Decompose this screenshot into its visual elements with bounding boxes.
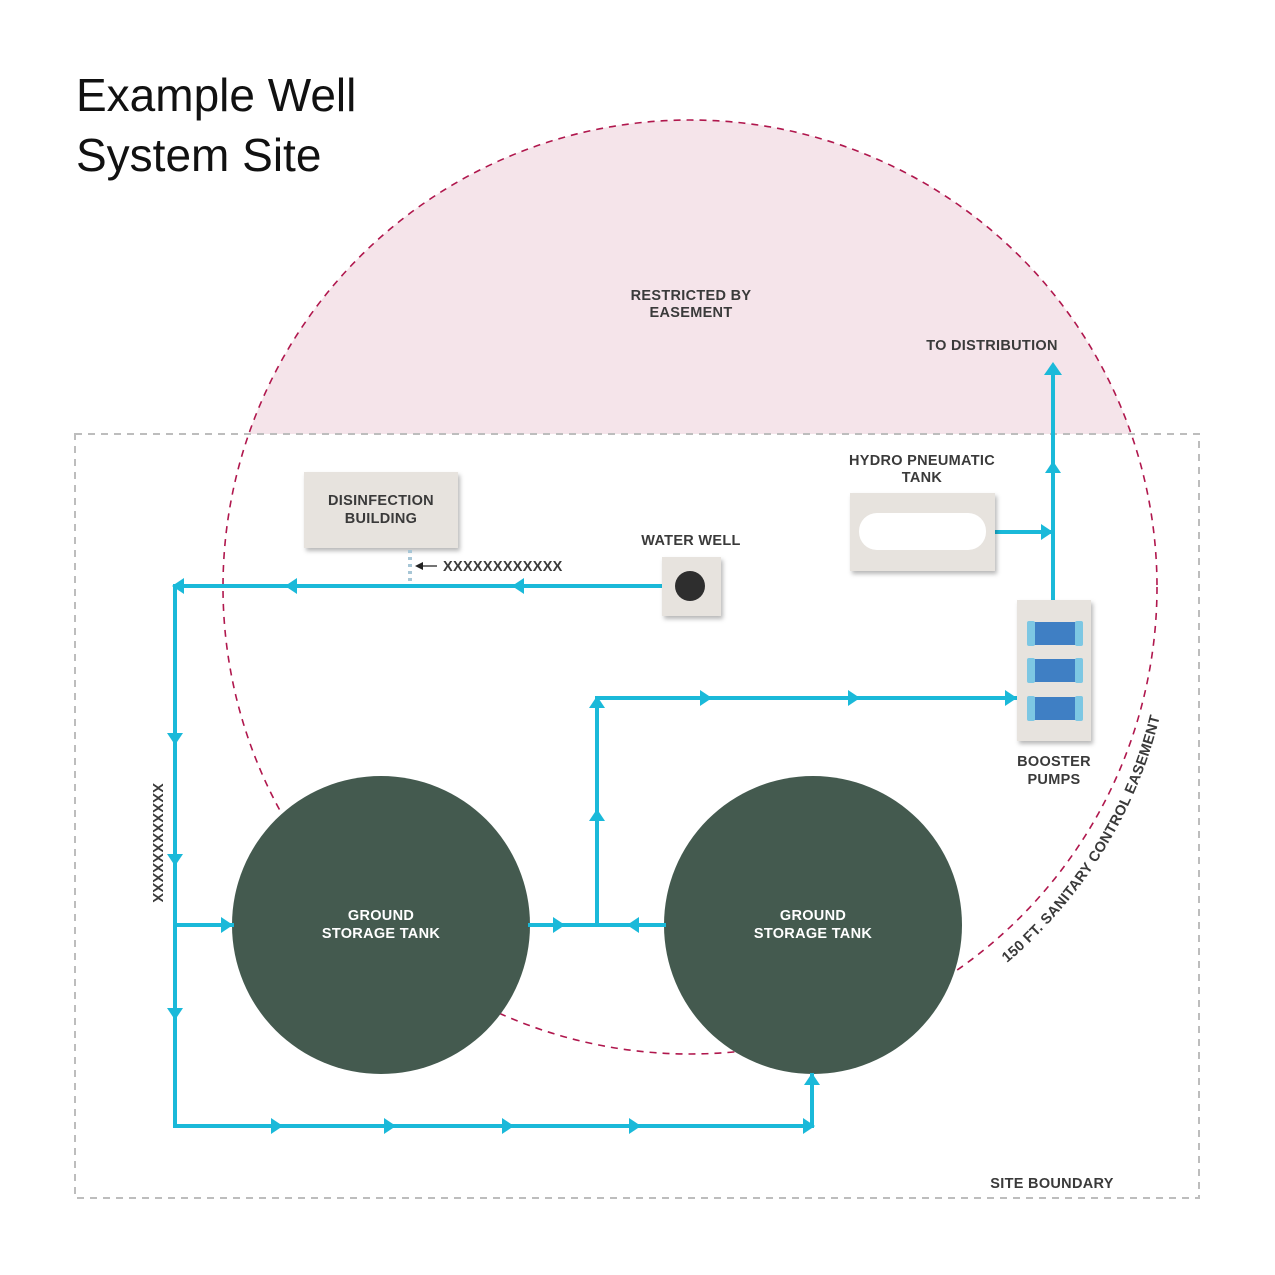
- water-well: WATER WELL: [641, 533, 740, 616]
- flow-arrows: [167, 362, 1062, 1134]
- hydro-tank-label-line1: HYDRO PNEUMATIC: [849, 453, 995, 469]
- water-well-label: WATER WELL: [641, 533, 740, 549]
- flow-arrow: [1005, 690, 1017, 706]
- flow-arrow: [512, 578, 524, 594]
- pump-body: [1031, 622, 1079, 645]
- hydro-tank-vessel: [859, 513, 986, 550]
- flow-arrow: [589, 696, 605, 708]
- flow-arrow: [384, 1118, 396, 1134]
- flow-arrow: [285, 578, 297, 594]
- site-boundary-label: SITE BOUNDARY: [990, 1176, 1113, 1192]
- flow-arrow: [1041, 524, 1053, 540]
- feed-pointer-arrowhead: [415, 562, 423, 570]
- pump-body: [1031, 659, 1079, 682]
- flow-arrow: [172, 578, 184, 594]
- flow-arrow: [221, 917, 233, 933]
- flow-arrow: [589, 809, 605, 821]
- ground-storage-tank-left: [232, 776, 530, 1074]
- pump-flange: [1027, 658, 1035, 683]
- feed-line-label: XXXXXXXXXXXX: [443, 559, 563, 575]
- booster-pumps-label-line1: BOOSTER: [1017, 754, 1091, 770]
- flow-arrow: [167, 1008, 183, 1020]
- disinfection-building: DISINFECTION BUILDING: [304, 472, 458, 548]
- ground-storage-tank-right: [664, 776, 962, 1074]
- tank-right-label-line1: GROUND: [780, 908, 846, 924]
- flow-arrow: [848, 690, 860, 706]
- disinfection-building-label-line1: DISINFECTION: [328, 493, 434, 509]
- hydro-tank-label-line2: TANK: [902, 470, 943, 486]
- pipe-well-loop: [173, 584, 814, 1128]
- flow-arrow: [271, 1118, 283, 1134]
- pump-flange: [1075, 696, 1083, 721]
- disinfection-building-label-line2: BUILDING: [345, 511, 417, 527]
- pump-flange: [1075, 621, 1083, 646]
- tank-right-label-line2: STORAGE TANK: [754, 926, 872, 942]
- tank-left-label-line1: GROUND: [348, 908, 414, 924]
- pump-flange: [1075, 658, 1083, 683]
- flow-arrow: [700, 690, 712, 706]
- flow-arrow: [167, 733, 183, 745]
- pump-flange: [1027, 621, 1035, 646]
- pump-body: [1031, 697, 1079, 720]
- page-title-line2: System Site: [76, 129, 321, 181]
- tank-left-label-line2: STORAGE TANK: [322, 926, 440, 942]
- flow-arrow: [627, 917, 639, 933]
- flow-arrow: [629, 1118, 641, 1134]
- easement-arc-label: 150 FT. SANITARY CONTROL EASEMENT: [999, 713, 1164, 966]
- restricted-easement-area: [248, 120, 1132, 434]
- booster-pump-1: [1027, 621, 1083, 646]
- well-head: [675, 571, 705, 601]
- site-boundary: [74, 433, 1200, 1199]
- page-title-line1: Example Well: [76, 69, 356, 121]
- booster-pump-2: [1027, 658, 1083, 683]
- pump-flange: [1027, 696, 1035, 721]
- sanitary-easement-circle: [222, 119, 1158, 1055]
- restricted-easement-label-line2: EASEMENT: [650, 305, 733, 321]
- hydro-pneumatic-tank: HYDRO PNEUMATIC TANK: [849, 453, 995, 571]
- flow-arrow: [804, 1073, 820, 1085]
- booster-pumps: BOOSTER PUMPS: [1017, 600, 1091, 788]
- flow-arrow: [553, 917, 565, 933]
- restricted-easement-label-line1: RESTRICTED BY: [631, 288, 752, 304]
- vertical-line-label: XXXXXXXXXXXX: [149, 783, 165, 903]
- easement-arc-label-text: 150 FT. SANITARY CONTROL EASEMENT: [999, 713, 1163, 966]
- flow-arrow: [1045, 461, 1061, 473]
- to-distribution-label: TO DISTRIBUTION: [926, 338, 1058, 354]
- flow-arrow: [502, 1118, 514, 1134]
- flow-arrow: [167, 854, 183, 866]
- flow-arrow: [1044, 362, 1062, 375]
- flow-arrow: [803, 1118, 815, 1134]
- disinfection-building-box: [304, 472, 458, 548]
- booster-pumps-label-line2: PUMPS: [1027, 772, 1080, 788]
- booster-pump-3: [1027, 696, 1083, 721]
